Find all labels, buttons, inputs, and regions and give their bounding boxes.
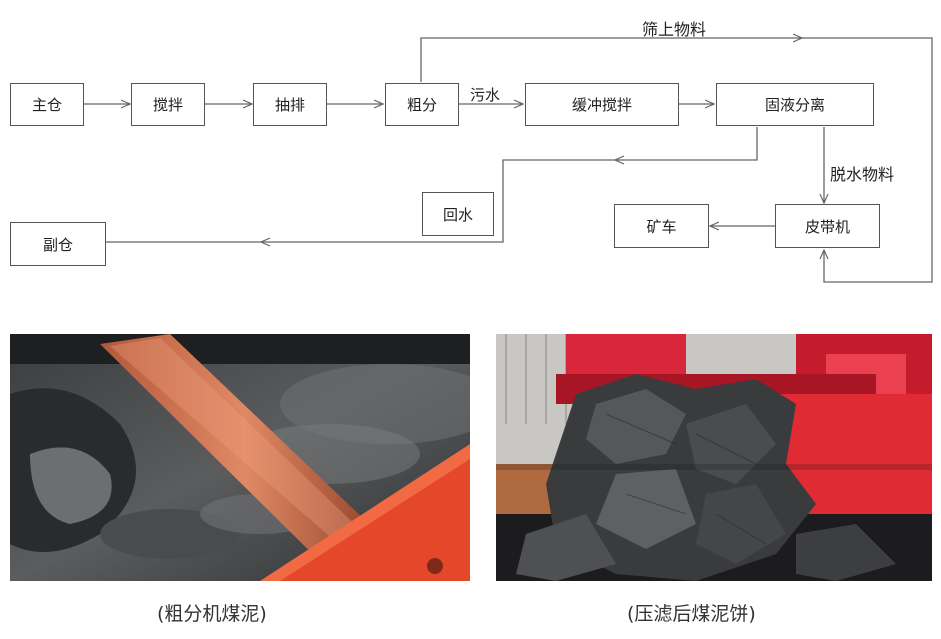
node-buffer-stir: 缓冲搅拌 <box>525 83 679 126</box>
flow-connectors <box>83 0 933 283</box>
node-aux-bin: 副仓 <box>10 222 106 266</box>
node-main-bin: 主仓 <box>10 83 84 126</box>
arrow-separation-return-water <box>615 127 758 160</box>
label-dewatered-material: 脱水物料 <box>830 165 895 184</box>
node-belt-conveyor: 皮带机 <box>775 204 880 248</box>
arrow-screen-material <box>420 38 802 82</box>
photo-filter-press-cake <box>496 334 932 581</box>
photo-coarse-slurry <box>10 334 470 581</box>
caption-coarse-slurry: (粗分机煤泥) <box>157 603 267 625</box>
line-return-water <box>261 159 615 242</box>
node-solid-liquid-separation: 固液分离 <box>716 83 874 126</box>
line-screen-material-return <box>802 37 933 283</box>
label-screen-material: 筛上物料 <box>642 20 707 39</box>
caption-filter-press-cake: (压滤后煤泥饼) <box>627 603 756 625</box>
label-sewage: 污水 <box>470 86 501 104</box>
node-coarse-separation: 粗分 <box>385 83 459 126</box>
node-mine-car: 矿车 <box>614 204 709 248</box>
node-stir: 搅拌 <box>131 83 205 126</box>
node-return-water: 回水 <box>422 192 494 236</box>
node-pump: 抽排 <box>253 83 327 126</box>
